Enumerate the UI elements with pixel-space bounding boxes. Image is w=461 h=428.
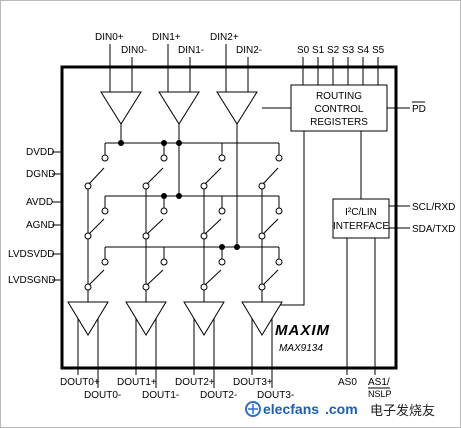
routing-label-3: REGISTERS (310, 117, 368, 128)
din1-neg-label: DIN1- (178, 45, 204, 56)
switch-matrix (84, 140, 283, 302)
watermark-site: elecfans (263, 401, 319, 417)
watermark-logo-cross (248, 404, 258, 414)
dout1-pos-label: DOUT1+ (117, 377, 157, 388)
dout2-neg-label: DOUT2- (200, 390, 237, 401)
bus-tap-lines (178, 143, 238, 247)
s3-label: S3 (342, 45, 355, 56)
pd-label: PD (412, 104, 426, 115)
din0-neg-label: DIN0- (121, 45, 147, 56)
nslp-label: NSLP (368, 389, 392, 399)
as0-label: AS0 (338, 377, 357, 388)
switch-column-1 (142, 143, 168, 302)
i2c-label-2: INTERFACE (333, 221, 389, 232)
routing-control-block: ROUTING CONTROL REGISTERS PD (262, 84, 426, 306)
routing-label-1: ROUTING (316, 91, 362, 102)
select-pin-lines (302, 57, 379, 85)
switch-column-3 (258, 142, 283, 302)
dout1-neg-label: DOUT1- (142, 390, 179, 401)
dout3-pos-label: DOUT3+ (233, 377, 273, 388)
din2-pos-label: DIN2+ (210, 32, 239, 43)
junction-dot (234, 244, 240, 250)
output-buffer-2 (183, 301, 225, 336)
scl-rxd-label: SCL/RXD (412, 202, 455, 213)
avdd-label: AVDD (26, 197, 53, 208)
dout2-pos-label: DOUT2+ (175, 377, 215, 388)
sda-txd-label: SDA/TXD (412, 224, 455, 235)
din1-pin-lines (167, 44, 191, 92)
address-pin-lines (346, 238, 376, 375)
input-buffers (100, 91, 258, 143)
routing-control-lines (262, 107, 305, 306)
din2-pin-lines (225, 44, 249, 92)
junction-dot (118, 140, 124, 146)
supply-pin-lines (52, 151, 62, 281)
switch-column-0 (84, 143, 109, 302)
output-pins: DOUT0+ DOUT0- DOUT1+ DOUT1- DOUT2+ DOUT2… (60, 377, 294, 401)
input-buffer-0 (100, 91, 142, 125)
i2c-label-1: I²C/LIN (345, 207, 377, 218)
junction-dot (176, 140, 182, 146)
s2-label: S2 (327, 45, 340, 56)
watermark-domain: .com (325, 401, 358, 417)
select-pins: S0 S1 S2 S3 S4 S5 (297, 45, 385, 85)
output-buffer-0 (67, 301, 109, 336)
buffer-out-lines (120, 124, 238, 143)
dout3-neg-label: DOUT3- (257, 390, 294, 401)
s1-label: S1 (312, 45, 325, 56)
dout0-neg-label: DOUT0- (84, 390, 121, 401)
i2c-block: I²C/LIN INTERFACE SCL/RXD SDA/TXD (332, 131, 455, 375)
lvdsgnd-label: LVDSGND (8, 275, 56, 286)
watermark-cn: 电子发烧友 (370, 403, 435, 419)
din2-neg-label: DIN2- (236, 45, 262, 56)
as1-label: AS1/ (368, 377, 390, 388)
s0-label: S0 (297, 45, 310, 56)
i2c-pin-lines (389, 205, 410, 229)
din0-pin-lines (109, 44, 133, 92)
address-pins: AS0 AS1/ NSLP (338, 377, 392, 399)
din1-pos-label: DIN1+ (152, 32, 181, 43)
junction-dot (176, 193, 182, 199)
i2c-interface-box (332, 198, 390, 239)
input-pins: DIN0+ DIN0- DIN1+ DIN1- DIN2+ DIN2- (95, 32, 262, 92)
elecfans-watermark: elecfans .com 电子发烧友 (245, 401, 435, 419)
switch-column-2 (200, 143, 226, 302)
maxim-logo: MAXIM MAX9134 (275, 322, 330, 354)
dout0-pos-label: DOUT0+ (60, 377, 100, 388)
supply-pins: DVDD DGND AVDD AGND LVDSVDD LVDSGND (8, 147, 62, 286)
agnd-label: AGND (26, 220, 55, 231)
output-buffers (67, 301, 283, 388)
maxim-logo-text: MAXIM (275, 322, 330, 339)
s5-label: S5 (372, 45, 385, 56)
dout0-pin-lines (77, 318, 99, 388)
lvdsvdd-label: LVDSVDD (8, 249, 55, 260)
dout3-pin-lines (251, 318, 273, 388)
dout2-pin-lines (193, 318, 215, 388)
s4-label: S4 (357, 45, 370, 56)
chip-outline (60, 65, 398, 370)
dgnd-label: DGND (26, 169, 55, 180)
dout1-pin-lines (135, 318, 157, 388)
part-number: MAX9134 (279, 343, 323, 354)
dvdd-label: DVDD (26, 147, 54, 158)
output-buffer-1 (125, 301, 167, 336)
routing-label-2: CONTROL (315, 104, 364, 115)
input-buffer-2 (216, 91, 258, 125)
din0-pos-label: DIN0+ (95, 32, 124, 43)
input-buffer-1 (158, 91, 200, 125)
